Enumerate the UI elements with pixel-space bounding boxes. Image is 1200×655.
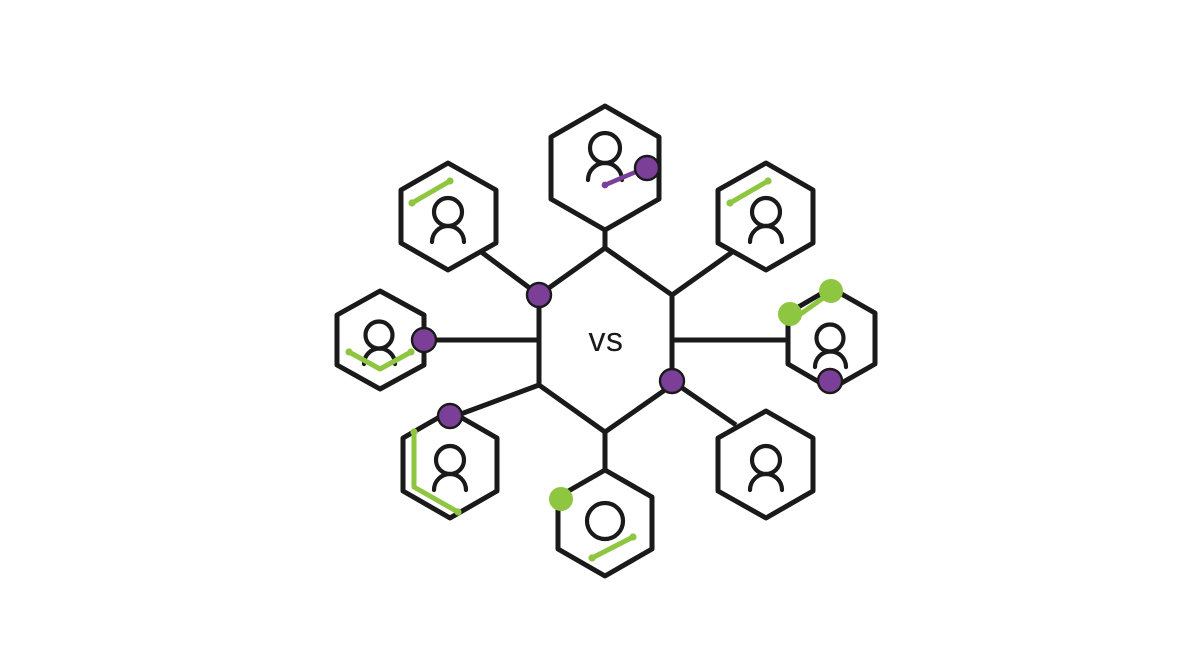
hexagon-node-upper-right[interactable] bbox=[715, 160, 816, 273]
node-left-accent-line bbox=[346, 349, 414, 372]
node-top-accent-dot-large bbox=[633, 154, 661, 182]
person-icon bbox=[429, 195, 467, 245]
node-lower-left-accent-dot-top bbox=[410, 428, 418, 436]
person-icon bbox=[812, 322, 849, 370]
node-bottom-accent-dot-start bbox=[588, 554, 596, 562]
node-upper-right-hexagon[interactable] bbox=[715, 160, 816, 273]
node-lower-left-accent-dot-bottom bbox=[454, 508, 462, 516]
node-left-hexagon[interactable] bbox=[334, 288, 427, 392]
node-upper-left-accent-dot-end bbox=[446, 177, 454, 185]
node-lower-left-connector-dot bbox=[436, 402, 464, 430]
hexagon-node-upper-left[interactable] bbox=[398, 160, 499, 273]
person-icon bbox=[747, 195, 785, 245]
center-vs-label: vs bbox=[589, 321, 624, 359]
node-bottom-accent-dot-large bbox=[549, 487, 573, 511]
person-icon bbox=[747, 443, 785, 493]
connector-center-to-lower-left bbox=[449, 382, 540, 421]
center-vertex-dot-upper-left bbox=[525, 281, 553, 309]
node-bottom-hexagon[interactable] bbox=[555, 467, 655, 579]
circle-icon bbox=[584, 500, 626, 542]
node-right-accent-dot-top bbox=[819, 279, 843, 303]
node-upper-left-accent-line bbox=[409, 178, 453, 206]
hexagon-node-top[interactable] bbox=[548, 103, 662, 233]
node-right-accent-dot-upper-left bbox=[778, 302, 802, 326]
node-bottom-accent-dot-end bbox=[629, 533, 637, 541]
hexagon-node-lower-left[interactable] bbox=[400, 402, 500, 521]
node-top-hexagon[interactable] bbox=[548, 103, 662, 233]
node-lower-right-hexagon[interactable] bbox=[715, 408, 816, 521]
center-vertex-dot-lower-right bbox=[658, 367, 686, 395]
node-left-connector-dot bbox=[410, 326, 438, 354]
node-lower-left-accent-line bbox=[411, 429, 461, 515]
node-left-accent-dot-right bbox=[407, 348, 415, 356]
node-top-accent-dot-small bbox=[601, 181, 609, 189]
node-left-accent-dot-left bbox=[345, 348, 353, 356]
hexagon-node-right[interactable] bbox=[778, 279, 878, 395]
node-upper-right-accent-dot-end bbox=[764, 177, 772, 185]
node-upper-right-accent-dot-start bbox=[726, 199, 734, 207]
hexagon-node-left[interactable] bbox=[334, 288, 438, 392]
node-bottom-accent-line bbox=[589, 534, 636, 561]
center-hexagon-group[interactable]: vs bbox=[525, 245, 686, 435]
hexagon-node-bottom[interactable] bbox=[549, 467, 655, 579]
node-upper-left-hexagon[interactable] bbox=[398, 160, 499, 273]
node-right-accent-dot-bottom bbox=[816, 367, 844, 395]
node-upper-left-accent-dot-start bbox=[408, 199, 416, 207]
node-upper-right-accent-line bbox=[727, 178, 771, 206]
connector-center-to-upper-right bbox=[670, 245, 740, 298]
person-icon bbox=[585, 130, 625, 183]
hexagon-node-lower-right[interactable] bbox=[715, 408, 816, 521]
person-icon bbox=[431, 443, 469, 493]
